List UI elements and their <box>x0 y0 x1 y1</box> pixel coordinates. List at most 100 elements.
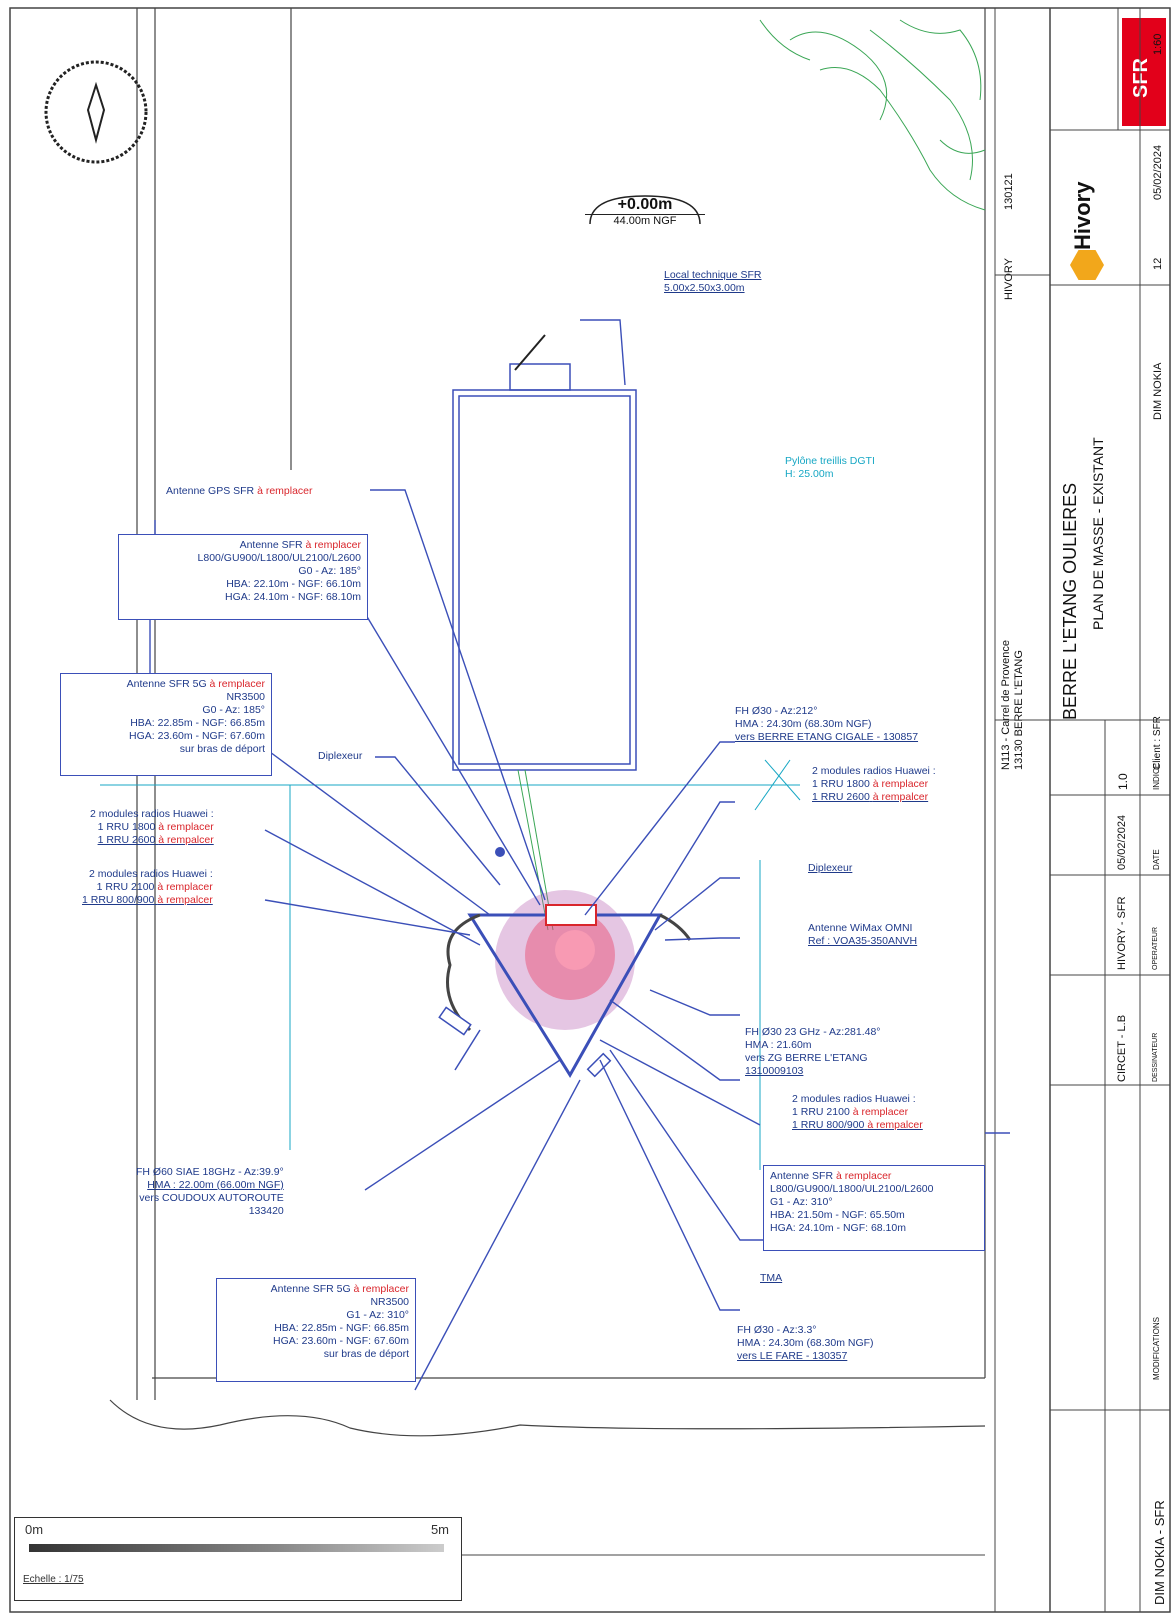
scale-bar: 0m 5m Echelle : 1/75 <box>14 1517 462 1601</box>
rru-left-1-line2: 1 RRU 2600 <box>97 834 156 846</box>
antenna-g1-title: Antenne SFR <box>770 1170 834 1182</box>
scale-start: 0m <box>25 1522 44 1537</box>
wimax-line2: Ref : VOA35-350ANVH <box>808 935 918 947</box>
rru-right-2-line2-action: à rempalcer <box>867 1119 923 1131</box>
gps-antenna-text: Antenne GPS SFR <box>166 485 255 497</box>
antenna-5g-g0-band: NR3500 <box>226 691 265 703</box>
fh-zg-line2: HMA : 21.60m <box>745 1039 812 1051</box>
antenna-g0-box: Antenne SFR à remplacer L800/GU900/L1800… <box>118 534 368 620</box>
fh-siae-line3: vers COUDOUX AUTOROUTE <box>139 1192 284 1204</box>
rru-left-2-label: 2 modules radios Huawei : 1 RRU 2100 à r… <box>82 868 213 907</box>
rru-left-1-line1: 1 RRU 1800 <box>97 821 156 833</box>
fh-fare-line1: FH Ø30 - Az:3.3° <box>737 1324 817 1336</box>
rru-right-2-line1: 1 RRU 2100 <box>792 1106 850 1118</box>
rru-right-1-line2: 1 RRU 2600 <box>812 791 870 803</box>
fh-fare-line3: vers LE FARE - 130357 <box>737 1350 848 1362</box>
local-technique-label: Local technique SFR 5.00x2.50x3.00m <box>664 269 761 295</box>
fh-zg-line1: FH Ø30 23 GHz - Az:281.48° <box>745 1026 881 1038</box>
antenna-g1-az: G1 - Az: 310° <box>770 1196 833 1208</box>
pylon-label: Pylône treillis DGTI H: 25.00m <box>785 455 875 481</box>
rru-left-2-line2-action: à rempalcer <box>157 894 213 906</box>
antenna-5g-g1-band: NR3500 <box>370 1296 409 1308</box>
rru-left-2-title: 2 modules radios Huawei : <box>89 868 213 880</box>
fh-siae-line2: HMA : 22.00m (66.00m NGF) <box>147 1179 284 1191</box>
north-arrow-ring <box>44 60 148 164</box>
rru-right-1-title: 2 modules radios Huawei : <box>812 765 936 777</box>
elevation-marker <box>589 195 701 225</box>
fh-top-line2: HMA : 24.30m (68.30m NGF) <box>735 718 872 730</box>
antenna-5g-g1-title: Antenne SFR 5G <box>270 1283 351 1295</box>
fh-fare-line2: HMA : 24.30m (68.30m NGF) <box>737 1337 874 1349</box>
gps-antenna-action: à remplacer <box>257 485 313 497</box>
fh-top-line3: vers BERRE ETANG CIGALE - 130857 <box>735 731 919 743</box>
fh-zg-label: FH Ø30 23 GHz - Az:281.48° HMA : 21.60m … <box>745 1026 881 1078</box>
rru-right-2-title: 2 modules radios Huawei : <box>792 1093 916 1105</box>
rru-right-1-line2-action: à rempalcer <box>872 791 929 803</box>
diplexeur-left-label: Diplexeur <box>318 750 363 762</box>
leader-lines <box>149 319 1010 1391</box>
antenna-g1-bands: L800/GU900/L1800/UL2100/L2600 <box>770 1183 934 1195</box>
terrain-boundary <box>109 1399 986 1437</box>
antenna-g0-title: Antenne SFR <box>239 539 303 551</box>
rru-right-1-label: 2 modules radios Huawei : 1 RRU 1800 à r… <box>812 765 936 804</box>
antenna-g0-hba: HBA: 22.10m - NGF: 66.10m <box>226 578 361 590</box>
tma-label: TMA <box>760 1272 783 1284</box>
rru-right-1-line1: 1 RRU 1800 <box>812 778 870 790</box>
antenna-5g-g1-hba: HBA: 22.85m - NGF: 66.85m <box>274 1322 409 1334</box>
antenna-g1-box: Antenne SFR à remplacer L800/GU900/L1800… <box>763 1165 985 1251</box>
antenna-5g-g0-hga: HGA: 23.60m - NGF: 67.60m <box>129 730 265 742</box>
rru-right-2-line2: 1 RRU 800/900 <box>792 1119 865 1131</box>
rru-left-1-label: 2 modules radios Huawei : 1 RRU 1800 à r… <box>90 808 214 847</box>
antenna-g1-hba: HBA: 21.50m - NGF: 65.50m <box>770 1209 905 1221</box>
antenna-5g-g1-box: Antenne SFR 5G à remplacer NR3500 G1 - A… <box>216 1278 416 1382</box>
diplexeur-right-label: Diplexeur <box>808 862 853 874</box>
antenna-5g-g0-title: Antenne SFR 5G <box>126 678 207 690</box>
hivory-logo: Hivory <box>1060 170 1115 280</box>
antenna-5g-g1-note: sur bras de déport <box>323 1348 409 1360</box>
antenna-5g-g0-hba: HBA: 22.85m - NGF: 66.85m <box>130 717 265 729</box>
rru-right-2-label: 2 modules radios Huawei : 1 RRU 2100 à r… <box>792 1093 923 1132</box>
fh-zg-line4: 1310009103 <box>745 1065 804 1077</box>
rru-right-1-line1-action: à remplacer <box>872 778 929 790</box>
local-technique-title: Local technique SFR <box>664 269 762 281</box>
antenna-g0-action: à remplacer <box>305 539 361 551</box>
elevation-marker-text: +0.00m 44.00m NGF <box>585 196 705 244</box>
scale-gradient <box>29 1544 444 1552</box>
vegetation <box>759 19 986 211</box>
antenna-5g-g0-note: sur bras de déport <box>179 743 265 755</box>
sfr-logo: SFR <box>1122 18 1166 126</box>
pylon-type: Pylône treillis DGTI <box>785 455 875 467</box>
pylon-height: H: 25.00m <box>785 468 834 480</box>
antenna-g1-action: à remplacer <box>835 1170 892 1182</box>
fh-top-line1: FH Ø30 - Az:212° <box>735 705 818 717</box>
fh-siae-line1: FH Ø60 SIAE 18GHz - Az:39.9° <box>136 1166 284 1178</box>
fh-fare-label: FH Ø30 - Az:3.3° HMA : 24.30m (68.30m NG… <box>737 1324 874 1363</box>
rru-left-2-line2: 1 RRU 800/900 <box>82 894 155 906</box>
antenna-g0-az: G0 - Az: 185° <box>298 565 361 577</box>
wimax-label: Antenne WiMax OMNI Ref : VOA35-350ANVH <box>808 922 917 948</box>
elevation-relative: +0.00m <box>617 196 673 213</box>
scale-end: 5m <box>430 1522 449 1537</box>
antenna-g0-bands: L800/GU900/L1800/UL2100/L2600 <box>197 552 361 564</box>
wimax-line1: Antenne WiMax OMNI <box>808 922 913 934</box>
rru-left-1-line1-action: à remplacer <box>158 821 214 833</box>
rru-left-1-title: 2 modules radios Huawei : <box>90 808 214 820</box>
scale-label: Echelle : 1/75 <box>23 1574 84 1585</box>
elevation-ngf: 44.00m NGF <box>585 214 705 227</box>
fh-top-label: FH Ø30 - Az:212° HMA : 24.30m (68.30m NG… <box>735 705 918 744</box>
rru-left-1-line2-action: à rempalcer <box>158 834 214 846</box>
antenna-5g-g0-action: à remplacer <box>209 678 265 690</box>
fh-siae-label: FH Ø60 SIAE 18GHz - Az:39.9° HMA : 22.00… <box>136 1166 284 1218</box>
antenna-5g-g1-hga: HGA: 23.60m - NGF: 67.60m <box>273 1335 409 1347</box>
antenna-5g-g0-box: Antenne SFR 5G à remplacer NR3500 G0 - A… <box>60 673 272 776</box>
local-technique-dims: 5.00x2.50x3.00m <box>664 282 745 294</box>
antenna-5g-g1-action: à remplacer <box>353 1283 409 1295</box>
antenna-5g-g0-az: G0 - Az: 185° <box>202 704 265 716</box>
antenna-g0-hga: HGA: 24.10m - NGF: 68.10m <box>225 591 361 603</box>
rru-left-2-line1: 1 RRU 2100 <box>96 881 155 893</box>
rru-left-2-line1-action: à remplacer <box>157 881 213 893</box>
rru-right-2-line1-action: à remplacer <box>852 1106 909 1118</box>
gps-antenna-label: Antenne GPS SFR à remplacer <box>166 485 313 498</box>
